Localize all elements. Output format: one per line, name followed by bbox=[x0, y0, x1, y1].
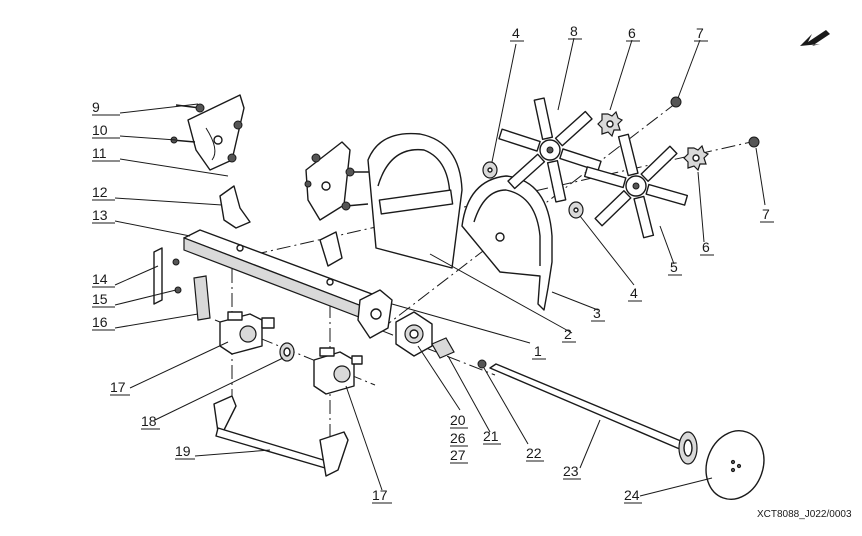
callout-leader-lines bbox=[114, 37, 766, 497]
callout-14: 14 bbox=[92, 271, 108, 287]
side-plate bbox=[153, 247, 211, 321]
gearbox-right bbox=[313, 347, 363, 395]
callout-6-lower: 6 bbox=[702, 239, 710, 255]
rotor-housing-front bbox=[461, 175, 553, 311]
gearbox-left bbox=[219, 311, 275, 355]
star-hub-lower bbox=[683, 144, 710, 172]
mounting-bracket-upper bbox=[170, 94, 245, 171]
callout-16: 16 bbox=[92, 314, 108, 330]
callout-10: 10 bbox=[92, 122, 108, 138]
callout-17-right: 17 bbox=[372, 487, 388, 503]
callout-24: 24 bbox=[624, 487, 640, 503]
callout-19: 19 bbox=[175, 443, 191, 459]
washer-upper bbox=[482, 161, 498, 179]
callout-13: 13 bbox=[92, 207, 108, 223]
bushing bbox=[431, 337, 455, 359]
callout-23: 23 bbox=[563, 463, 579, 479]
callout-2: 2 bbox=[564, 326, 572, 342]
callout-27: 27 bbox=[450, 447, 466, 463]
callout-11: 11 bbox=[92, 145, 107, 161]
callout-4-upper: 4 bbox=[512, 25, 520, 41]
callout-26: 26 bbox=[450, 430, 466, 446]
callout-20: 20 bbox=[450, 412, 466, 428]
callout-18: 18 bbox=[141, 413, 157, 429]
callout-4-lower: 4 bbox=[630, 285, 638, 301]
nut-upper bbox=[670, 96, 682, 108]
callout-6-upper: 6 bbox=[628, 25, 636, 41]
rotor-lower bbox=[583, 133, 689, 239]
callout-21: 21 bbox=[483, 428, 499, 444]
callout-labels: 9 10 11 12 13 14 15 16 17 18 19 17 20 26… bbox=[92, 23, 774, 504]
washer-lower bbox=[568, 201, 584, 219]
callout-17-left: 17 bbox=[110, 379, 126, 395]
main-frame-beam bbox=[183, 229, 393, 339]
callout-12: 12 bbox=[92, 184, 108, 200]
direction-arrow-icon bbox=[800, 30, 830, 46]
lower-support-frame bbox=[213, 395, 349, 477]
rotor-housing-rear bbox=[367, 132, 463, 269]
callout-8: 8 bbox=[570, 23, 578, 39]
shaft-nut bbox=[477, 359, 487, 369]
callout-7-lower: 7 bbox=[762, 206, 770, 222]
nut-lower bbox=[748, 136, 760, 148]
callout-7-upper: 7 bbox=[696, 25, 704, 41]
callout-5: 5 bbox=[670, 259, 678, 275]
cover-disc bbox=[705, 430, 765, 500]
flange-bearing bbox=[395, 311, 433, 357]
callout-9: 9 bbox=[92, 99, 100, 115]
mounting-bracket-middle bbox=[304, 141, 376, 221]
bearing-ring bbox=[279, 342, 295, 362]
rotor-upper bbox=[498, 97, 602, 203]
callout-3: 3 bbox=[593, 305, 601, 321]
small-bracket bbox=[219, 185, 251, 229]
callout-22: 22 bbox=[526, 445, 542, 461]
star-hub-upper bbox=[597, 110, 624, 138]
callout-1: 1 bbox=[534, 343, 542, 359]
drive-shaft bbox=[489, 363, 698, 465]
callout-15: 15 bbox=[92, 291, 108, 307]
drawing-reference-code: XCT8088_J022/0003 bbox=[757, 509, 852, 520]
